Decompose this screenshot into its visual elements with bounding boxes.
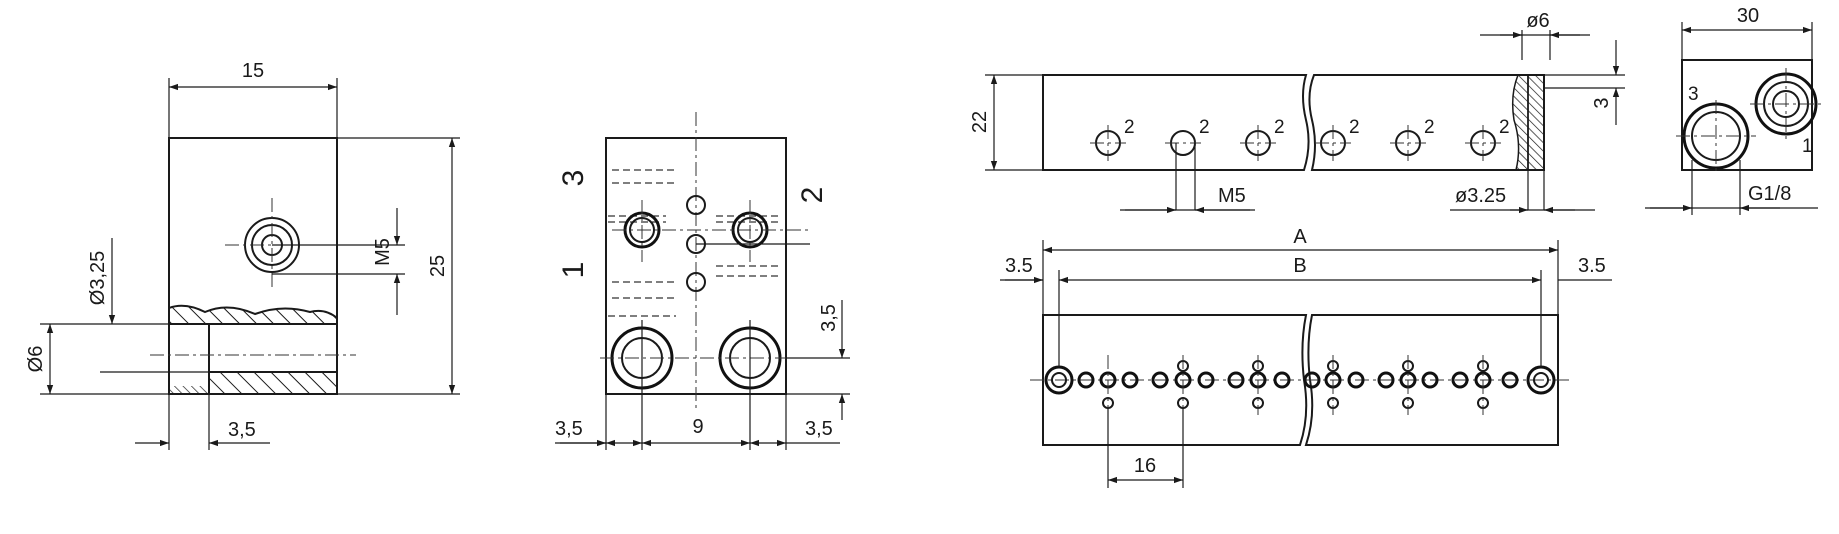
bar-top-dim-B: B (1293, 255, 1306, 277)
bar-side-port-label: 2 (1124, 117, 1135, 138)
front-view: 3 1 2 3,5 9 3,5 3,5 (555, 112, 850, 450)
front-dim-left: 3,5 (555, 418, 583, 440)
bar-side-dim-step: 3 (1591, 97, 1613, 108)
bar-side-view: 2 2 2 2 2 2 22 ø6 3 M5 ø3.25 (969, 10, 1625, 214)
end-port-1-inner (1772, 90, 1800, 118)
side-dim-bore-large: Ø6 (25, 346, 47, 373)
side-dim-bore-small: Ø3,25 (87, 251, 109, 305)
end-view: 3 1 30 G1/8 (1645, 5, 1822, 215)
side-dim-height: 25 (427, 255, 449, 277)
bar-side-break-section (1511, 74, 1529, 171)
front-small-hole-top (686, 195, 706, 215)
bar-side-dim-bore: ø6 (1526, 10, 1549, 32)
bar-top-hole-pattern (1077, 355, 1519, 415)
side-dim-offset: 3,5 (228, 419, 256, 441)
bar-top-dim-left: 3.5 (1005, 255, 1033, 277)
front-port-label-1: 1 (557, 262, 590, 279)
end-dim-thread: G1/8 (1748, 183, 1791, 205)
bar-side-port-label: 2 (1274, 117, 1285, 138)
bar-side-port-label: 2 (1424, 117, 1435, 138)
bar-top-dim-pitch: 16 (1134, 455, 1156, 477)
bar-side-port-label: 2 (1499, 117, 1510, 138)
end-dim-width: 30 (1737, 5, 1759, 27)
front-port-label-3: 3 (557, 170, 590, 187)
bar-top-outline-right (1304, 314, 1559, 446)
bar-side-port-label: 2 (1349, 117, 1360, 138)
bar-side-bore-section (1527, 74, 1545, 171)
bar-side-dim-height: 22 (969, 111, 991, 133)
side-bore-large (168, 323, 210, 395)
bar-top-end-hole-left-inner (1051, 372, 1067, 388)
end-port-label-3: 3 (1688, 84, 1699, 105)
side-section-view: 15 25 M5 Ø3,25 Ø6 3,5 (25, 60, 460, 450)
side-hatch-upper (168, 304, 338, 325)
side-dim-width: 15 (242, 60, 264, 82)
bar-side-outline-right (1308, 74, 1545, 171)
front-hidden-lines (608, 169, 782, 317)
front-small-hole-low (686, 272, 706, 292)
end-port-label-1: 1 (1802, 136, 1813, 157)
side-hatch-lower (208, 371, 338, 395)
front-port-label-2: 2 (796, 187, 829, 204)
side-dim-thread: M5 (372, 238, 394, 266)
bar-side-dim-hole: ø3.25 (1455, 185, 1506, 207)
side-bore-large-hatch (169, 386, 209, 394)
bar-top-dim-A: A (1293, 226, 1307, 248)
bar-top-dim-right: 3.5 (1578, 255, 1606, 277)
front-dim-right: 3,5 (805, 418, 833, 440)
bar-side-port-label: 2 (1199, 117, 1210, 138)
bar-side-holes: 2 2 2 2 2 2 (1090, 117, 1510, 210)
front-dim-vertical: 3,5 (818, 304, 840, 332)
front-dim-pitch: 9 (692, 416, 703, 438)
end-body-outline (1681, 59, 1813, 171)
bar-side-outline-left (1042, 74, 1310, 171)
bar-side-dim-thread: M5 (1218, 185, 1246, 207)
bar-top-end-hole-right-inner (1533, 372, 1549, 388)
side-bore-small (208, 323, 338, 373)
bar-top-view: A B 3.5 3.5 16 (1000, 226, 1612, 488)
